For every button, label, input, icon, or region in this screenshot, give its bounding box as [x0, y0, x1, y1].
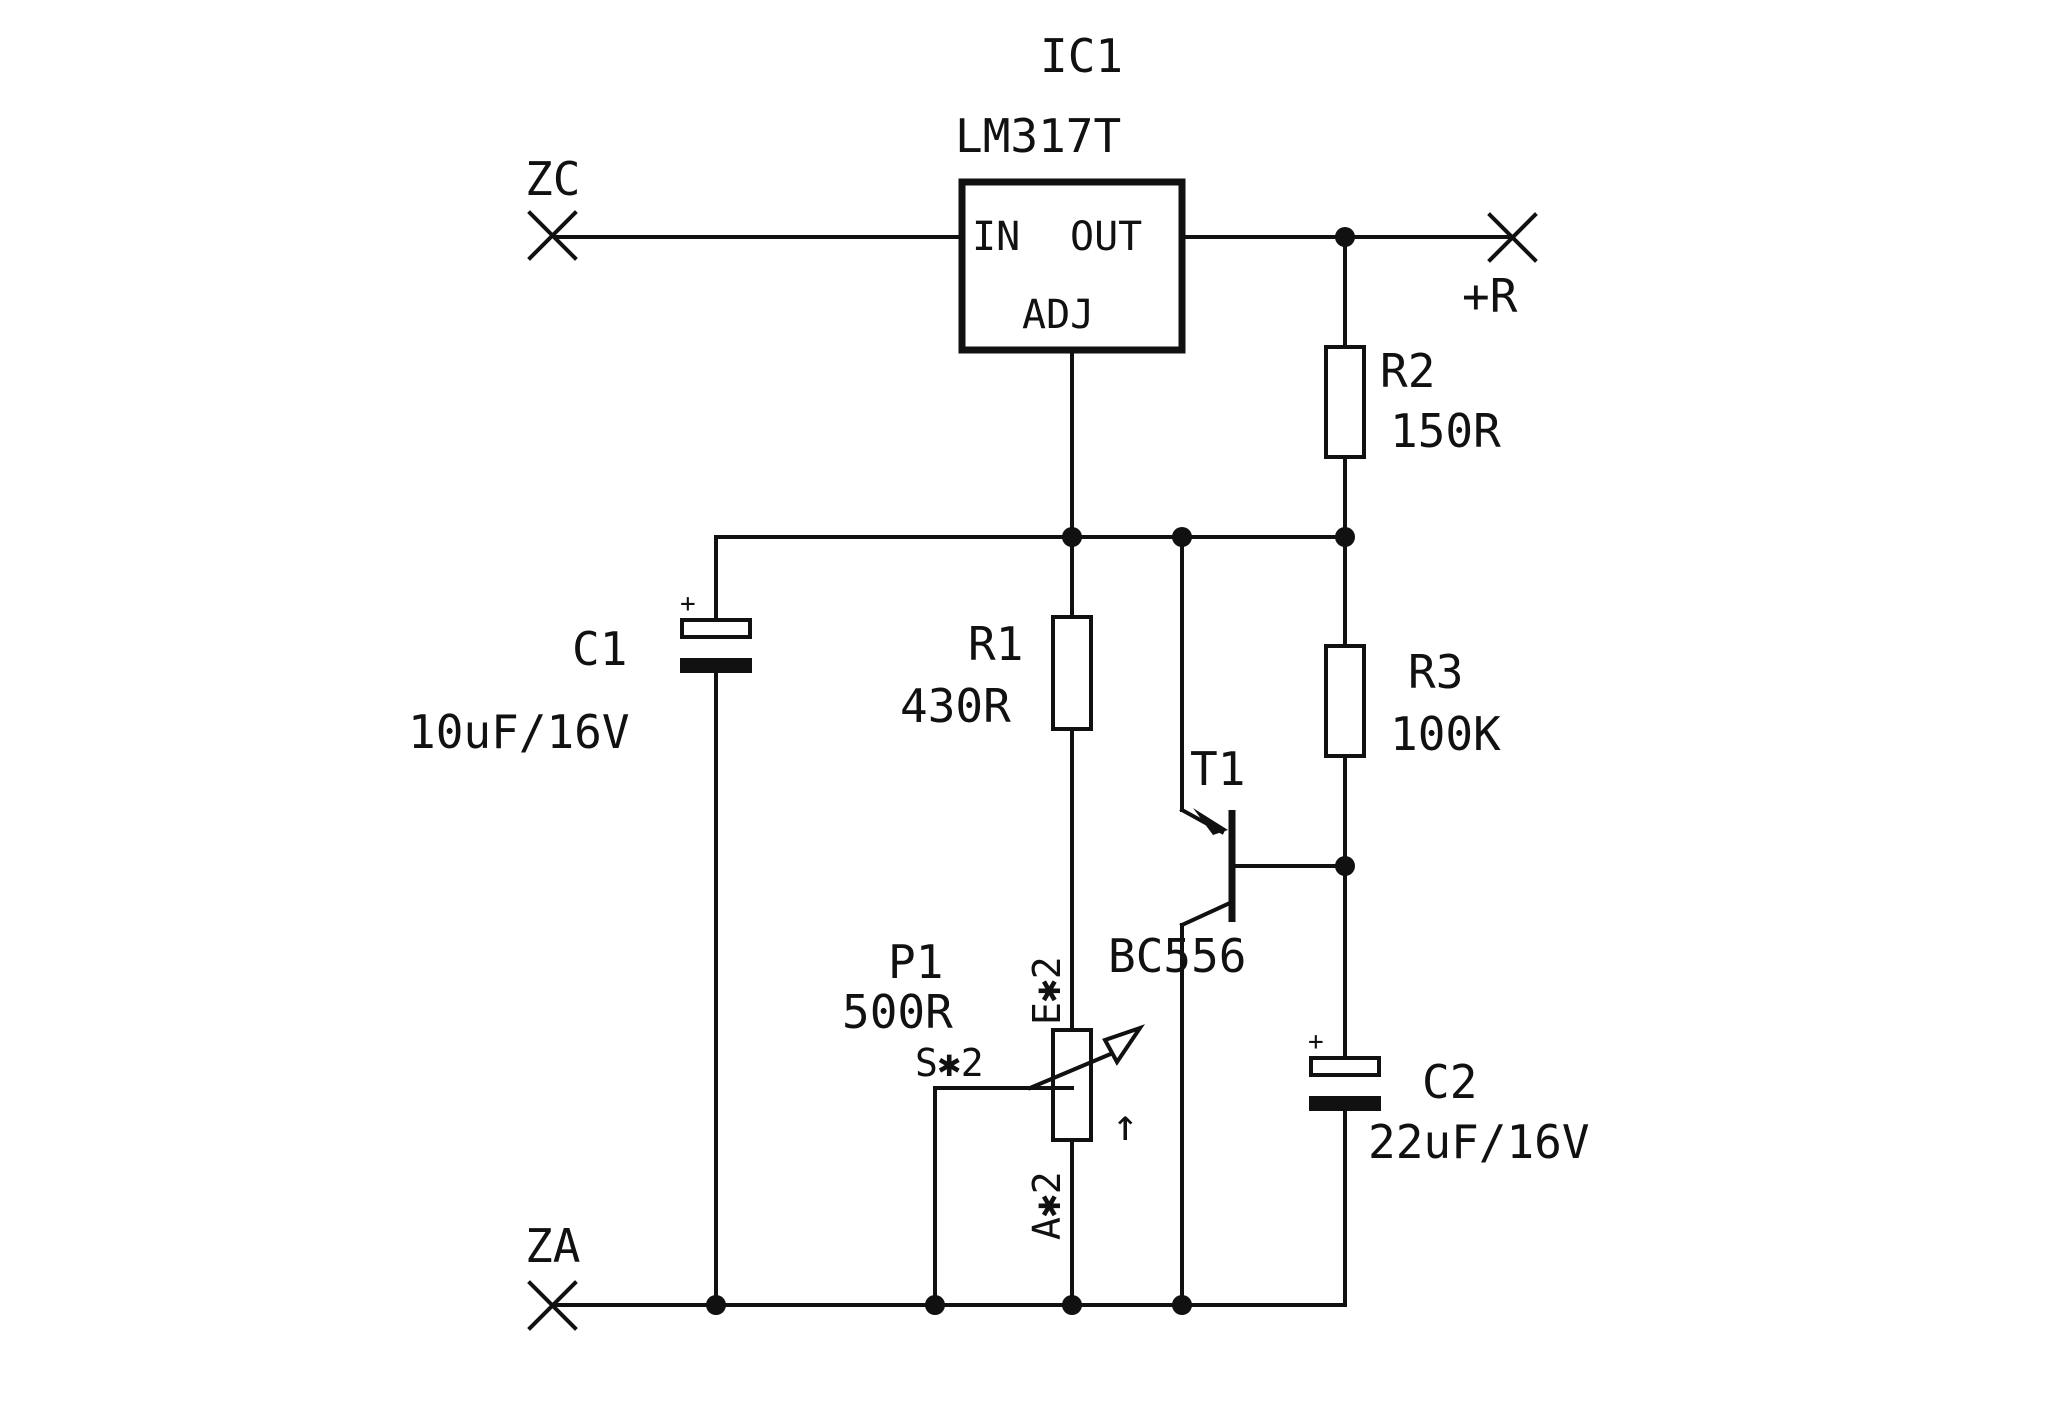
- t1-ref: T1: [1190, 742, 1245, 796]
- junction-dot: [706, 1295, 726, 1315]
- c1-polarity: +: [680, 589, 696, 619]
- r1-value: 430R: [900, 679, 1011, 733]
- p1-pin-s: S✱2: [915, 1041, 984, 1085]
- ic1-regulator: IC1 LM317T IN OUT ADJ: [955, 29, 1186, 354]
- ic1-pin-out: OUT: [1070, 214, 1142, 260]
- t1-part: BC556: [1108, 929, 1246, 983]
- p1-ref: P1: [888, 935, 943, 989]
- junction-dot: [1335, 527, 1355, 547]
- junction-dot: [1062, 527, 1082, 547]
- terminal-cross-icon: [1487, 212, 1538, 263]
- junction-dot: [925, 1295, 945, 1315]
- junction-dots: [706, 227, 1355, 1315]
- trimmer-arrow-icon: [1102, 1024, 1146, 1066]
- r3-ref: R3: [1408, 645, 1463, 699]
- terminal-zc-label: ZC: [525, 152, 580, 206]
- c2-polarity: +: [1308, 1027, 1324, 1057]
- p1-pin-e: E✱2: [1025, 956, 1069, 1025]
- terminal-plus-r-label: +R: [1462, 269, 1518, 323]
- r1-ref: R1: [968, 617, 1023, 671]
- transistor-t1: T1 BC556: [1108, 742, 1246, 983]
- junction-dot: [1335, 856, 1355, 876]
- c2-ref: C2: [1422, 1055, 1477, 1109]
- terminal-za: ZA: [525, 1219, 580, 1331]
- c1-ref: C1: [572, 622, 627, 676]
- c1-value: 10uF/16V: [408, 705, 630, 759]
- r2-ref: R2: [1380, 344, 1435, 398]
- c2-value: 22uF/16V: [1368, 1115, 1590, 1169]
- ic1-pin-adj: ADJ: [1022, 292, 1094, 338]
- terminal-za-label: ZA: [525, 1219, 580, 1273]
- capacitor-c1: + C1 10uF/16V: [408, 589, 752, 759]
- terminal-zc: ZC: [525, 152, 580, 261]
- capacitor-c2: + C2 22uF/16V: [1308, 1027, 1590, 1169]
- terminal-cross-icon: [527, 1280, 578, 1331]
- resistor-r3: R3 100K: [1324, 644, 1501, 761]
- resistor-r1: R1 430R: [900, 615, 1093, 733]
- junction-dot: [1335, 227, 1355, 247]
- ic1-pin-in: IN: [972, 214, 1020, 260]
- p1-adjust-arrow: ↑: [1112, 1100, 1139, 1151]
- ic1-part: LM317T: [955, 109, 1121, 163]
- p1-pin-a: A✱2: [1025, 1171, 1069, 1240]
- potentiometer-p1: ↑ P1 500R S✱2 E✱2 A✱2: [842, 935, 1146, 1240]
- terminal-plus-r: +R: [1462, 212, 1538, 323]
- ic1-ref: IC1: [1040, 29, 1123, 83]
- junction-dot: [1172, 1295, 1192, 1315]
- emitter-arrow-icon: [1193, 808, 1228, 835]
- wires: [553, 235, 1512, 1307]
- r3-value: 100K: [1390, 707, 1501, 761]
- terminal-cross-icon: [527, 210, 578, 261]
- p1-value: 500R: [842, 985, 953, 1039]
- junction-dot: [1062, 1295, 1082, 1315]
- resistor-r2: R2 150R: [1324, 344, 1501, 459]
- r2-value: 150R: [1390, 404, 1501, 458]
- junction-dot: [1172, 527, 1192, 547]
